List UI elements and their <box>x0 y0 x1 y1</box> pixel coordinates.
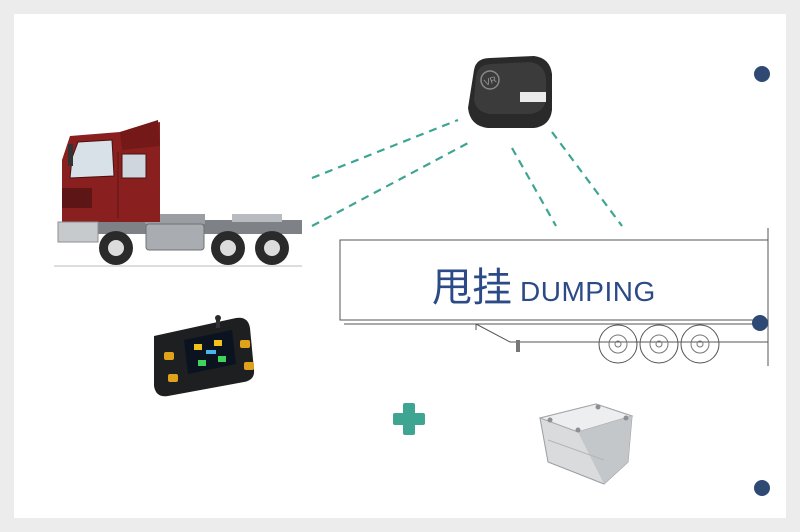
repeater-badge: VR <box>483 74 499 88</box>
accent-dot-bottom <box>754 480 770 496</box>
plus-icon <box>393 403 425 435</box>
tpms-monitor-icon <box>154 315 255 397</box>
trailer-wheel-2 <box>639 324 679 364</box>
signal-line-trailer-left <box>511 147 557 227</box>
truck-wheel-rear-1 <box>211 231 245 265</box>
signal-line-cab-upper <box>311 118 459 180</box>
truck-wheel-front <box>99 231 133 265</box>
trailer-wheel-1 <box>598 324 638 364</box>
trailer-label-en: DUMPING <box>520 276 656 307</box>
signal-line-trailer-right <box>551 131 623 227</box>
signal-line-cab-lower <box>311 141 471 227</box>
trailer-label-cn: 甩挂 <box>432 265 512 311</box>
accent-dot-top <box>754 66 770 82</box>
semi-trailer-icon <box>339 228 769 366</box>
repeater-device-icon: VR <box>468 56 552 128</box>
truck-tractor-icon <box>54 120 302 267</box>
signal-lines <box>311 118 623 227</box>
junction-box-icon <box>538 403 634 485</box>
accent-dot-middle <box>752 315 768 331</box>
trailer-wheel-3 <box>680 324 720 364</box>
truck-wheel-rear-2 <box>255 231 289 265</box>
trailer-label: 甩挂 DUMPING <box>432 255 656 311</box>
